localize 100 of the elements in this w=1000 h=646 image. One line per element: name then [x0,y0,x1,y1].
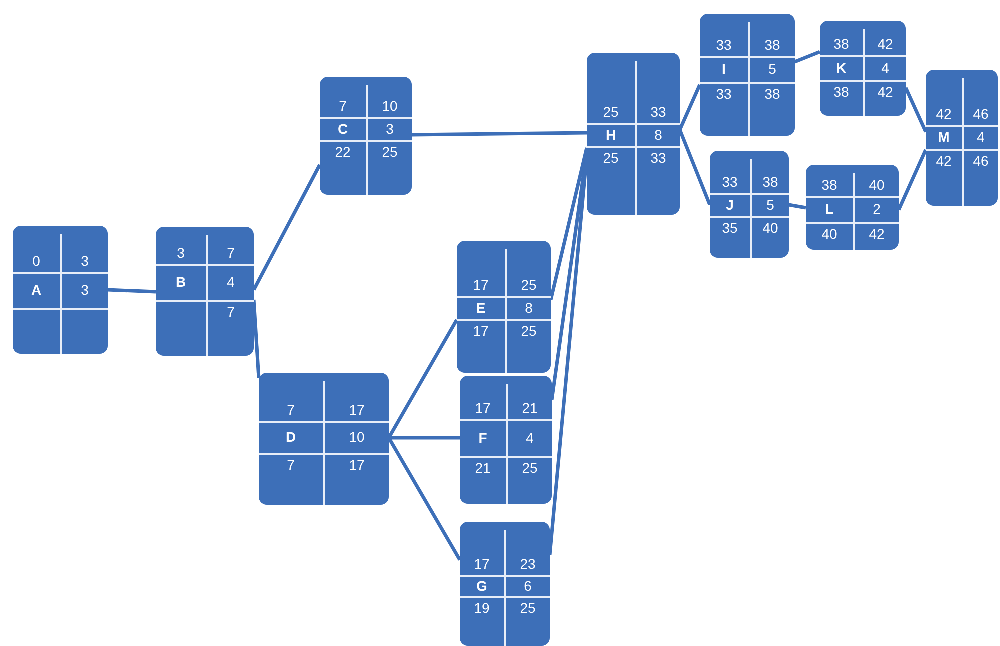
time-value: 4 [525,430,535,446]
activity-node [820,21,906,116]
connector-line [108,288,156,294]
time-value: 7 [286,457,296,474]
time-value: 19 [473,600,491,617]
time-value: 17 [348,457,366,474]
activity-letter: E [475,300,487,316]
activity-letter: G [476,578,488,594]
time-value: 38 [762,174,780,191]
time-value: 17 [473,556,491,573]
time-value: 17 [474,400,492,417]
time-value: 3 [80,282,90,299]
activity-letter: J [725,196,735,214]
time-value: 7 [226,304,236,321]
activity-node [320,77,412,195]
time-value: 35 [721,220,739,237]
activity-letter: M [937,129,951,146]
time-value: 2 [872,201,882,218]
time-value: 7 [338,98,348,115]
time-value: 38 [764,86,782,103]
connector-line [794,50,821,64]
time-value: 42 [876,84,894,101]
activity-letter: C [336,120,350,138]
time-value: 3 [80,253,90,270]
connector-line [678,84,702,131]
time-value: 33 [715,86,733,103]
connector-line [387,319,459,439]
time-value: 25 [520,277,538,294]
time-value: 25 [381,144,399,161]
time-value: 46 [972,153,990,170]
activity-letter: L [824,201,835,218]
time-value: 0 [32,253,42,270]
time-value: 25 [521,460,539,477]
activity-letter: D [284,429,298,446]
time-value: 40 [762,220,780,237]
time-value: 40 [868,177,886,194]
time-value: 38 [832,84,850,101]
activity-node [156,227,254,356]
time-value: 25 [520,323,538,340]
time-value: 42 [876,36,894,53]
connector-line [897,149,928,211]
activity-letter: I [721,61,727,78]
activity-node [13,226,108,354]
connector-line [412,131,588,137]
time-value: 33 [650,104,668,121]
time-value: 42 [935,106,953,123]
time-value: 6 [523,578,533,594]
time-value: 10 [348,429,366,446]
time-value: 3 [176,245,186,262]
activity-letter: B [174,274,188,291]
activity-letter: K [835,60,848,76]
activity-node [460,376,552,504]
activity-letter: F [478,430,488,446]
connector-line [788,203,806,210]
time-value: 4 [226,274,236,291]
activity-node [460,522,550,646]
time-value: 4 [880,60,890,76]
time-value: 38 [764,37,782,54]
time-value: 23 [519,556,537,573]
connector-line [389,436,460,440]
time-value: 17 [472,323,490,340]
connector-line [252,164,322,291]
time-value: 25 [519,600,537,617]
connector-line [387,437,462,561]
activity-node [700,14,795,136]
time-value: 3 [385,120,395,138]
time-value: 17 [348,402,366,419]
activity-node [587,53,680,215]
activity-node [457,241,551,373]
time-value: 10 [381,98,399,115]
time-value: 46 [972,106,990,123]
time-value: 25 [602,150,620,167]
time-value: 38 [820,177,838,194]
time-value: 33 [715,37,733,54]
time-value: 7 [226,245,236,262]
time-value: 21 [521,400,539,417]
time-value: 5 [768,61,778,78]
time-value: 7 [286,402,296,419]
time-value: 33 [721,174,739,191]
time-value: 8 [654,126,664,144]
activity-node [806,165,899,250]
time-value: 4 [976,129,986,146]
time-value: 22 [334,144,352,161]
activity-node [710,151,789,258]
time-value: 40 [820,226,838,243]
time-value: 5 [766,196,776,214]
time-value: 17 [472,277,490,294]
connector-line [678,129,712,206]
activity-letter: A [30,282,43,299]
time-value: 42 [868,226,886,243]
connector-line [904,87,928,133]
connector-line [252,300,261,378]
time-value: 21 [474,460,492,477]
connector-line [549,148,589,300]
time-value: 42 [935,153,953,170]
activity-node [259,373,389,505]
activity-node [926,70,998,206]
time-value: 25 [602,104,620,121]
activity-letter: H [604,126,618,144]
time-value: 8 [524,300,534,316]
